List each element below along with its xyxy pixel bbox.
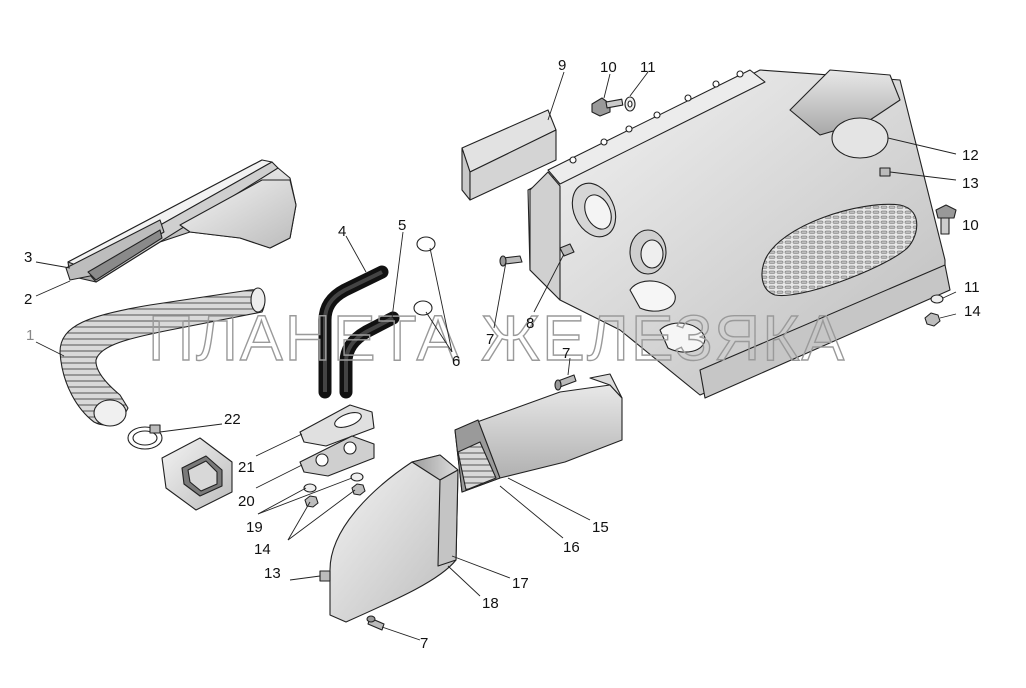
- washer-part-11-top: [624, 96, 636, 112]
- heater-housing: [527, 69, 951, 399]
- clip-part-8: [559, 243, 575, 257]
- tube-clamps-part-6: [413, 236, 436, 316]
- seal-strip-part-2: [65, 219, 165, 281]
- callout-1: 1: [26, 327, 34, 344]
- washers-part-19: [303, 472, 364, 493]
- callout-17: 17: [512, 575, 529, 592]
- tube-part-4: [318, 265, 389, 399]
- corrugated-hose-part-1: [59, 287, 266, 427]
- gasket-part-20: [299, 435, 375, 477]
- callout-10-right: 10: [962, 217, 979, 234]
- callout-11-right: 11: [964, 279, 980, 296]
- callout-13-left: 13: [264, 565, 281, 582]
- callout-14-right: 14: [964, 303, 981, 320]
- callout-21: 21: [238, 459, 255, 476]
- callout-7-a: 7: [486, 331, 494, 348]
- callout-7-b: 7: [562, 345, 570, 362]
- tube-part-5: [339, 311, 400, 399]
- nut-part-14-right: [924, 312, 941, 327]
- callout-10-top: 10: [600, 59, 617, 76]
- screw-part-7-a: [499, 255, 523, 267]
- lower-duct-part-17: [329, 454, 459, 623]
- callout-16: 16: [563, 539, 580, 556]
- callout-3: 3: [24, 249, 32, 266]
- callout-7-c: 7: [420, 635, 428, 652]
- callout-14-left: 14: [254, 541, 271, 558]
- bolt-part-10-top: [591, 97, 624, 117]
- callout-9: 9: [558, 57, 566, 74]
- gasket-part-21: [299, 404, 375, 447]
- bracket-part-9: [461, 109, 557, 201]
- callout-2: 2: [24, 291, 32, 308]
- bolt-part-10-right: [935, 204, 957, 235]
- callout-8: 8: [526, 315, 534, 332]
- callout-15: 15: [592, 519, 609, 536]
- callout-11-top: 11: [640, 59, 656, 76]
- watermark: ПЛАНЕТА ЖЕЛЕЗЯКА: [148, 302, 846, 374]
- washer-part-11-right: [930, 294, 944, 304]
- callout-18: 18: [482, 595, 499, 612]
- grommet-part: [161, 437, 233, 511]
- callout-12: 12: [962, 147, 979, 164]
- callout-13-right: 13: [962, 175, 979, 192]
- callout-20: 20: [238, 493, 255, 510]
- clip-part-13-left: [319, 570, 331, 582]
- callout-22: 22: [224, 411, 241, 428]
- hose-clamp-part-22: [127, 424, 163, 450]
- callout-6: 6: [452, 353, 460, 370]
- callout-5: 5: [398, 217, 406, 234]
- callout-4: 4: [338, 223, 346, 240]
- leader-lines: [35, 71, 957, 641]
- central-duct-part-15: [454, 373, 623, 493]
- callout-19: 19: [246, 519, 263, 536]
- clip-part-13-right: [879, 167, 891, 177]
- screw-part-7-b: [554, 374, 577, 391]
- screw-part-7-c: [366, 615, 385, 631]
